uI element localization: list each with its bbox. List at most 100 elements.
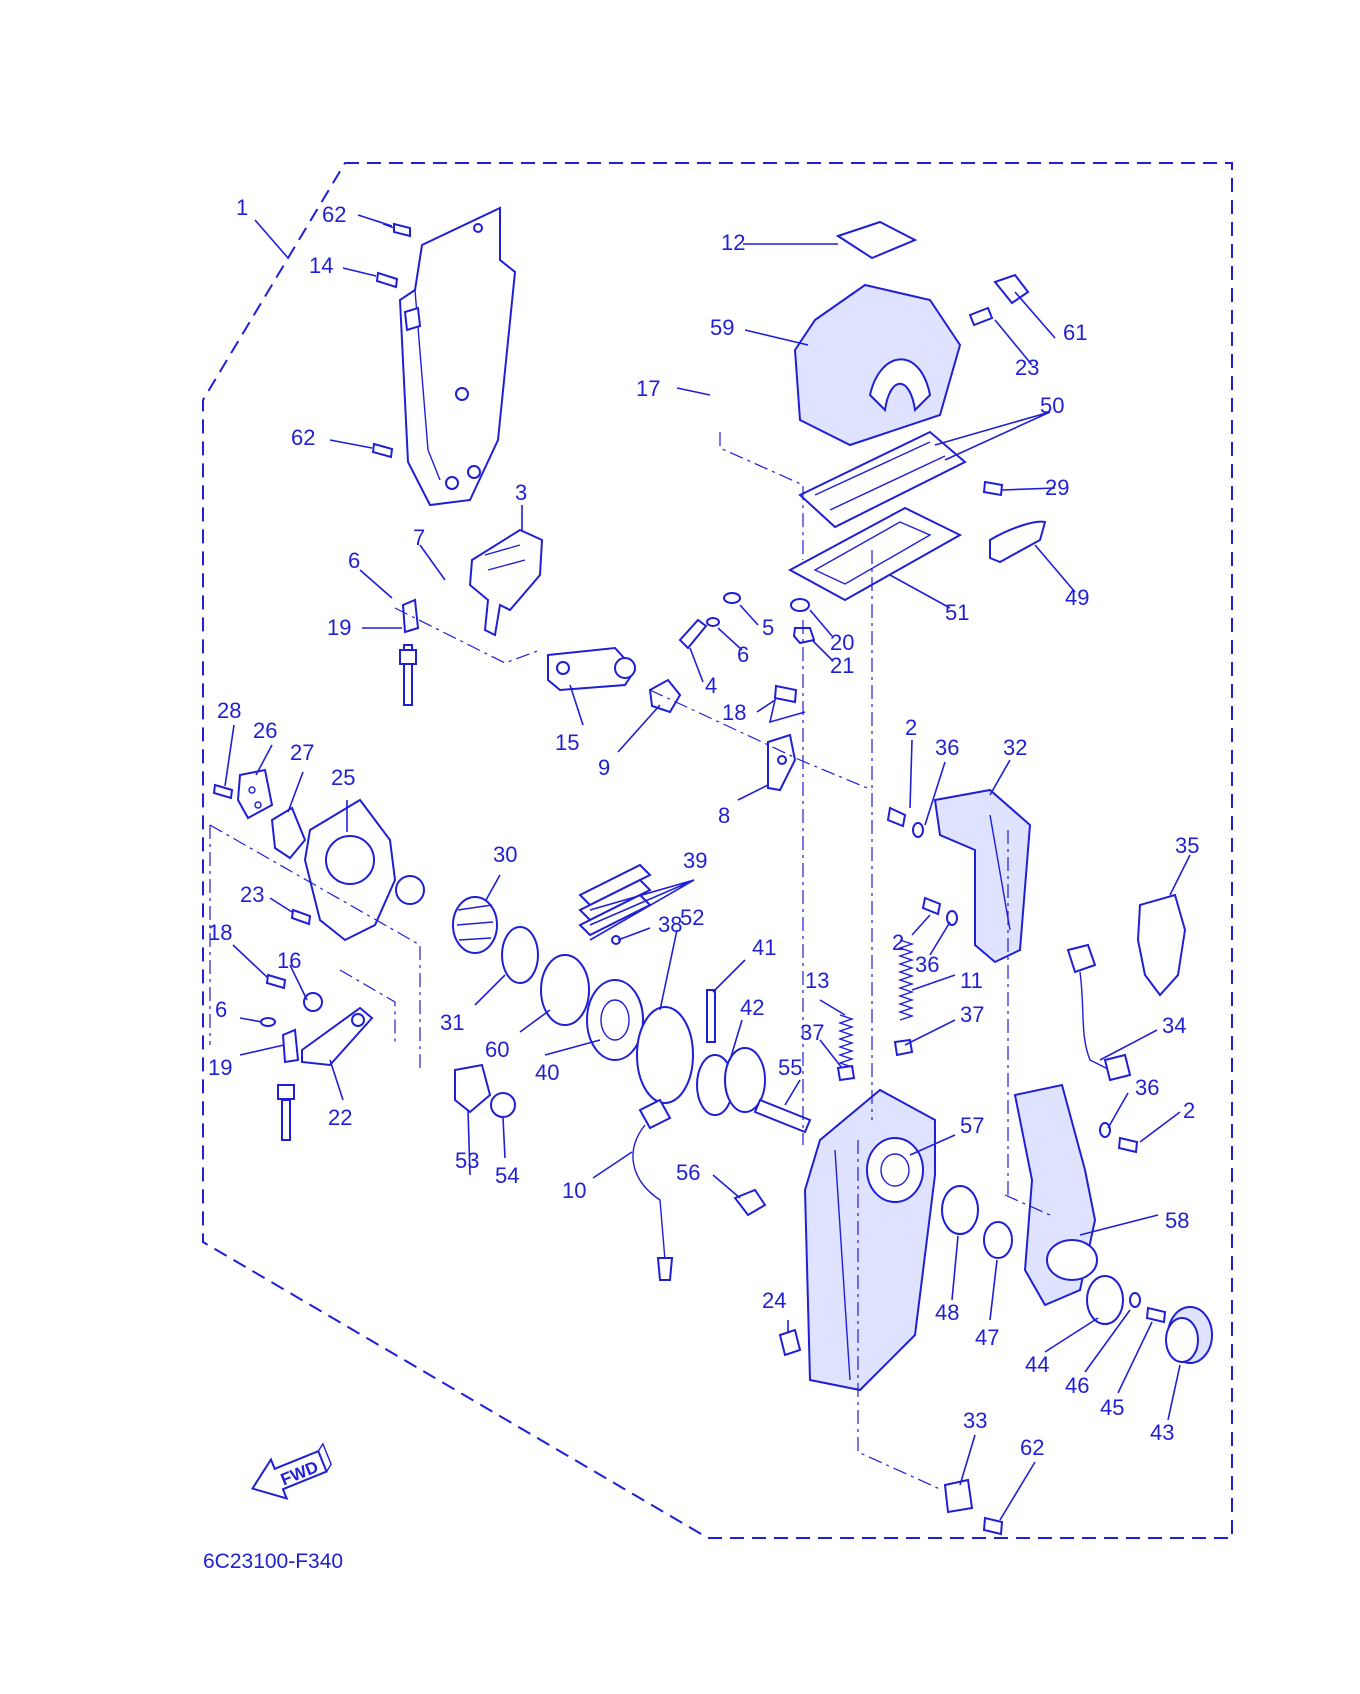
align-line-top — [719, 432, 804, 560]
bolt-62-mid — [371, 442, 394, 459]
callout-8: 8 — [718, 803, 730, 828]
part-cap-43 — [1165, 1306, 1213, 1364]
parts-layer — [209, 206, 1213, 1536]
part-gear-42 — [696, 1047, 766, 1116]
part-gasket-51 — [787, 506, 963, 602]
callout-46: 46 — [1065, 1373, 1089, 1398]
callout-42: 42 — [740, 995, 764, 1020]
callout-23-upper: 23 — [1015, 355, 1039, 380]
callout-41: 41 — [752, 935, 776, 960]
part-spring-11 — [897, 939, 915, 1021]
bolt-23-upper — [968, 306, 994, 327]
callout-7: 7 — [413, 525, 425, 550]
callout-50: 50 — [1040, 393, 1064, 418]
part-nut-21 — [792, 627, 816, 645]
callout-19-upper: 19 — [327, 615, 351, 640]
part-seal-60 — [540, 954, 590, 1026]
part-washer-36-lower — [1099, 1122, 1111, 1138]
bolt-62-bottom — [982, 1516, 1004, 1536]
callout-39: 39 — [683, 848, 707, 873]
callout-40: 40 — [535, 1060, 559, 1085]
part-rod-lower — [277, 1028, 300, 1141]
callout-2-upper: 2 — [905, 715, 917, 740]
part-shaft-55 — [753, 1098, 812, 1134]
part-arm-58 — [1013, 1083, 1098, 1307]
bolt-23-lower — [290, 908, 312, 926]
callout-30: 30 — [493, 842, 517, 867]
part-plug-56 — [733, 1188, 767, 1217]
callout-36-upper: 36 — [935, 735, 959, 760]
bolt-28 — [212, 783, 234, 800]
bolt-14 — [375, 271, 399, 289]
callout-5: 5 — [762, 615, 774, 640]
part-plate-27 — [270, 806, 307, 860]
callout-53: 53 — [455, 1148, 479, 1173]
callout-34: 34 — [1162, 1013, 1186, 1038]
part-housing-25 — [303, 798, 425, 942]
callout-18-lower: 18 — [208, 920, 232, 945]
assembly-boundary — [202, 162, 1233, 1539]
callout-12: 12 — [721, 230, 745, 255]
drawing-code: 6C23100-F340 — [203, 1550, 343, 1573]
callout-51: 51 — [945, 600, 969, 625]
callout-6-upper: 6 — [348, 548, 360, 573]
part-plate-44 — [1086, 1275, 1124, 1325]
callout-28: 28 — [217, 698, 241, 723]
callout-33: 33 — [963, 1408, 987, 1433]
bolt-2-mid — [921, 896, 942, 916]
callout-36-lower: 36 — [1135, 1075, 1159, 1100]
callout-15: 15 — [555, 730, 579, 755]
part-washer-36-upper — [912, 822, 924, 838]
callout-16: 16 — [277, 948, 301, 973]
callout-47: 47 — [975, 1325, 999, 1350]
callout-54: 54 — [495, 1163, 519, 1188]
part-handle-32 — [933, 788, 1032, 964]
callout-2-lower: 2 — [1183, 1098, 1195, 1123]
part-boot-30 — [452, 896, 498, 954]
part-clip-33 — [943, 1478, 974, 1514]
part-spring-13 — [837, 1014, 855, 1072]
callout-62-top: 62 — [322, 202, 346, 227]
part-61 — [993, 273, 1030, 305]
part-ring-31 — [501, 926, 539, 984]
part-plate-26 — [236, 768, 274, 820]
callout-60: 60 — [485, 1037, 509, 1062]
callout-22: 22 — [328, 1105, 352, 1130]
callout-1: 1 — [236, 195, 248, 220]
callout-45: 45 — [1100, 1395, 1124, 1420]
callout-24: 24 — [762, 1288, 786, 1313]
align-line-left — [209, 824, 421, 1070]
callout-44: 44 — [1025, 1352, 1049, 1377]
callout-32: 32 — [1003, 735, 1027, 760]
callout-3: 3 — [515, 480, 527, 505]
part-54 — [490, 1092, 516, 1118]
callout-57: 57 — [960, 1113, 984, 1138]
part-label-12 — [835, 220, 918, 260]
callout-labels: 1 62 14 62 3 7 6 19 12 59 17 61 23 50 29… — [208, 195, 1199, 1460]
callout-59: 59 — [710, 315, 734, 340]
part-bracket-plate — [398, 206, 517, 507]
part-ring-47 — [983, 1221, 1013, 1259]
callout-6-mid: 6 — [737, 642, 749, 667]
part-washer-6 — [706, 617, 720, 627]
callout-37-left: 37 — [800, 1020, 824, 1045]
callout-10: 10 — [562, 1178, 586, 1203]
callout-29: 29 — [1045, 475, 1069, 500]
part-bracket-8 — [767, 733, 797, 792]
callout-20: 20 — [830, 630, 854, 655]
callout-62-bottom: 62 — [1020, 1435, 1044, 1460]
callout-27: 27 — [290, 740, 314, 765]
callout-14: 14 — [309, 253, 333, 278]
callout-38: 38 — [658, 912, 682, 937]
callout-31: 31 — [440, 1010, 464, 1035]
callout-48: 48 — [935, 1300, 959, 1325]
part-cover-59 — [793, 283, 962, 447]
part-cover-35 — [1136, 893, 1187, 997]
part-main-housing-57 — [803, 1088, 936, 1392]
callout-4: 4 — [705, 673, 717, 698]
align-line-lever — [394, 607, 873, 791]
bolt-2-upper — [886, 806, 907, 828]
part-gear-40 — [586, 979, 644, 1061]
part-washer-16 — [303, 992, 323, 1012]
callout-62-mid: 62 — [291, 425, 315, 450]
